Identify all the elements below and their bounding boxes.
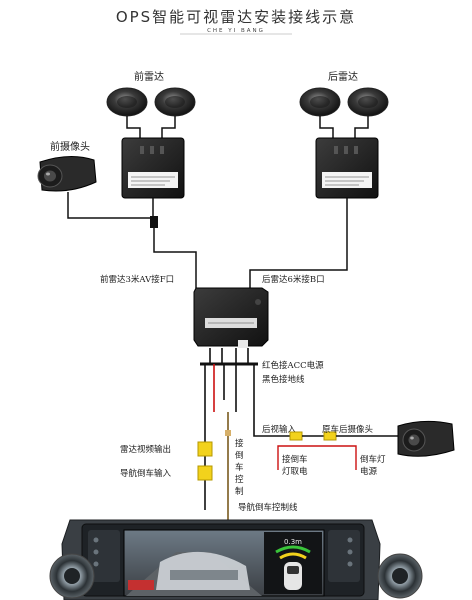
front-radar-cable-label: 前雷达3米AV接F口 [100, 274, 174, 285]
front-junction [150, 216, 158, 228]
reverse-light-power-label-1: 倒车灯 [360, 454, 386, 465]
original-rear-camera [397, 420, 455, 457]
reverse-light-label-1: 接倒车 [282, 454, 308, 465]
reverse-control-wire [225, 412, 231, 522]
rear-radar-sensors [299, 87, 389, 117]
page-subtitle: CHE YI BANG [207, 28, 265, 34]
right-speaker [377, 553, 423, 599]
head-unit: 0.3m [61, 519, 381, 600]
main-control-box [193, 287, 269, 348]
acc-power-label: 红色接ACC电源 [262, 360, 324, 371]
left-speaker [49, 553, 95, 599]
reverse-control-label-1: 接 [235, 438, 244, 449]
ground-label: 黑色接地线 [262, 374, 305, 385]
rear-radar-cable-label: 后雷达6米接B口 [262, 274, 325, 285]
front-camera: 前摄像头 [37, 140, 97, 192]
reverse-control-label-4: 控 [235, 474, 244, 485]
sensor-wires [126, 116, 369, 138]
original-rear-camera-label: 原车后摄像头 [322, 424, 374, 435]
nav-reverse-input-connector: 导航倒车输入 [120, 465, 213, 481]
front-camera-label: 前摄像头 [50, 140, 90, 153]
rear-radar-control-box [315, 137, 379, 199]
page-title: OPS智能可视雷达安装接线示意 [116, 8, 356, 26]
main-harness [200, 348, 290, 510]
radar-video-output-connector: 雷达视频输出 [120, 441, 213, 457]
nav-reverse-control-line-label: 导航倒车控制线 [238, 502, 298, 513]
nav-reverse-input-label: 导航倒车输入 [120, 468, 172, 479]
reverse-light-label-2: 灯取电 [282, 466, 308, 477]
rear-radar-label: 后雷达 [328, 71, 358, 83]
rear-harness [249, 198, 348, 288]
front-radar-sensors [106, 87, 196, 117]
front-radar-label: 前雷达 [134, 70, 164, 83]
reverse-light-power-label-2: 电源 [360, 466, 378, 477]
rear-video-input: 后视输入 原车后摄像头 [262, 424, 398, 441]
front-radar-control-box [121, 137, 185, 199]
reverse-control-label-5: 制 [235, 486, 244, 497]
radar-video-output-label: 雷达视频输出 [120, 444, 171, 455]
distance-readout: 0.3m [284, 538, 302, 546]
reverse-control-label-2: 倒 [235, 450, 244, 461]
reverse-control-label-3: 车 [235, 462, 244, 473]
reverse-light-wires [277, 445, 357, 470]
rear-video-input-label: 后视输入 [262, 424, 297, 435]
front-harness [67, 192, 197, 288]
